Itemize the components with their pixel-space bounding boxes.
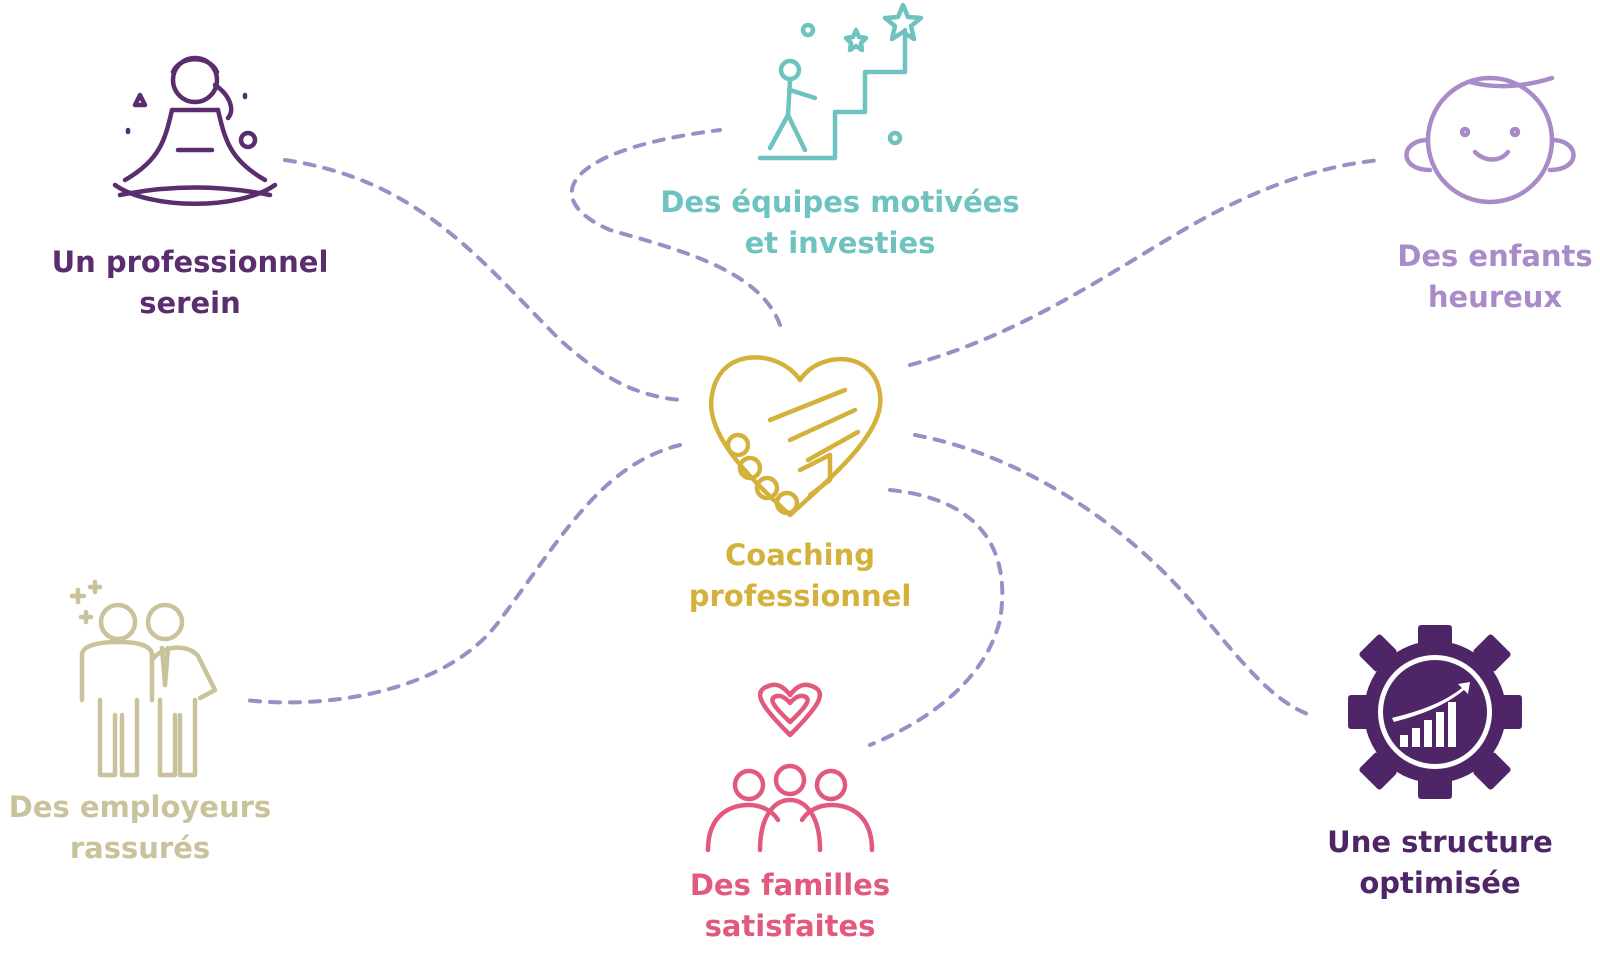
familles-label-line1: Des familles (690, 868, 890, 902)
heart-handshake-icon (708, 355, 883, 518)
family-heart-icon (705, 682, 875, 853)
center-label-line1: Coaching (725, 538, 875, 572)
node-enfants: Des enfants heureux (1397, 75, 1593, 314)
node-structure: Une structure optimisée (1327, 625, 1553, 900)
structure-label-line2: optimisée (1359, 866, 1520, 900)
employers-icon (69, 579, 218, 778)
pro-label-line2: serein (139, 286, 241, 320)
connector-enfants (908, 158, 1382, 367)
equipes-label-line2: et investies (745, 226, 936, 260)
center-label-line2: professionnel (689, 579, 912, 613)
familles-label-line2: satisfaites (705, 909, 876, 943)
connectors (243, 128, 1382, 747)
meditation-icon (112, 55, 278, 206)
child-face-icon (1404, 75, 1576, 205)
node-professionnel: Un professionnel serein (52, 55, 329, 320)
node-employeurs: Des employeurs rassurés (9, 579, 271, 865)
equipes-label-line1: Des équipes motivées (660, 185, 1019, 219)
employeurs-label-line1: Des employeurs (9, 790, 271, 824)
gear-chart-icon (1348, 625, 1522, 799)
node-familles: Des familles satisfaites (690, 682, 890, 943)
structure-label-line1: Une structure (1327, 825, 1553, 859)
center-node: Coaching professionnel (689, 355, 912, 613)
enfants-label-line2: heureux (1428, 280, 1563, 314)
connector-employeurs (243, 443, 682, 705)
connector-equipes (569, 128, 782, 327)
employeurs-label-line2: rassurés (70, 831, 210, 865)
connector-pro (283, 158, 682, 402)
connector-familles (868, 488, 1005, 747)
enfants-label-line1: Des enfants (1397, 239, 1592, 273)
stairs-climber-icon (757, 2, 924, 161)
pro-label-line1: Un professionnel (52, 245, 329, 279)
connector-structure (913, 433, 1312, 717)
node-equipes: Des équipes motivées et investies (660, 2, 1020, 260)
